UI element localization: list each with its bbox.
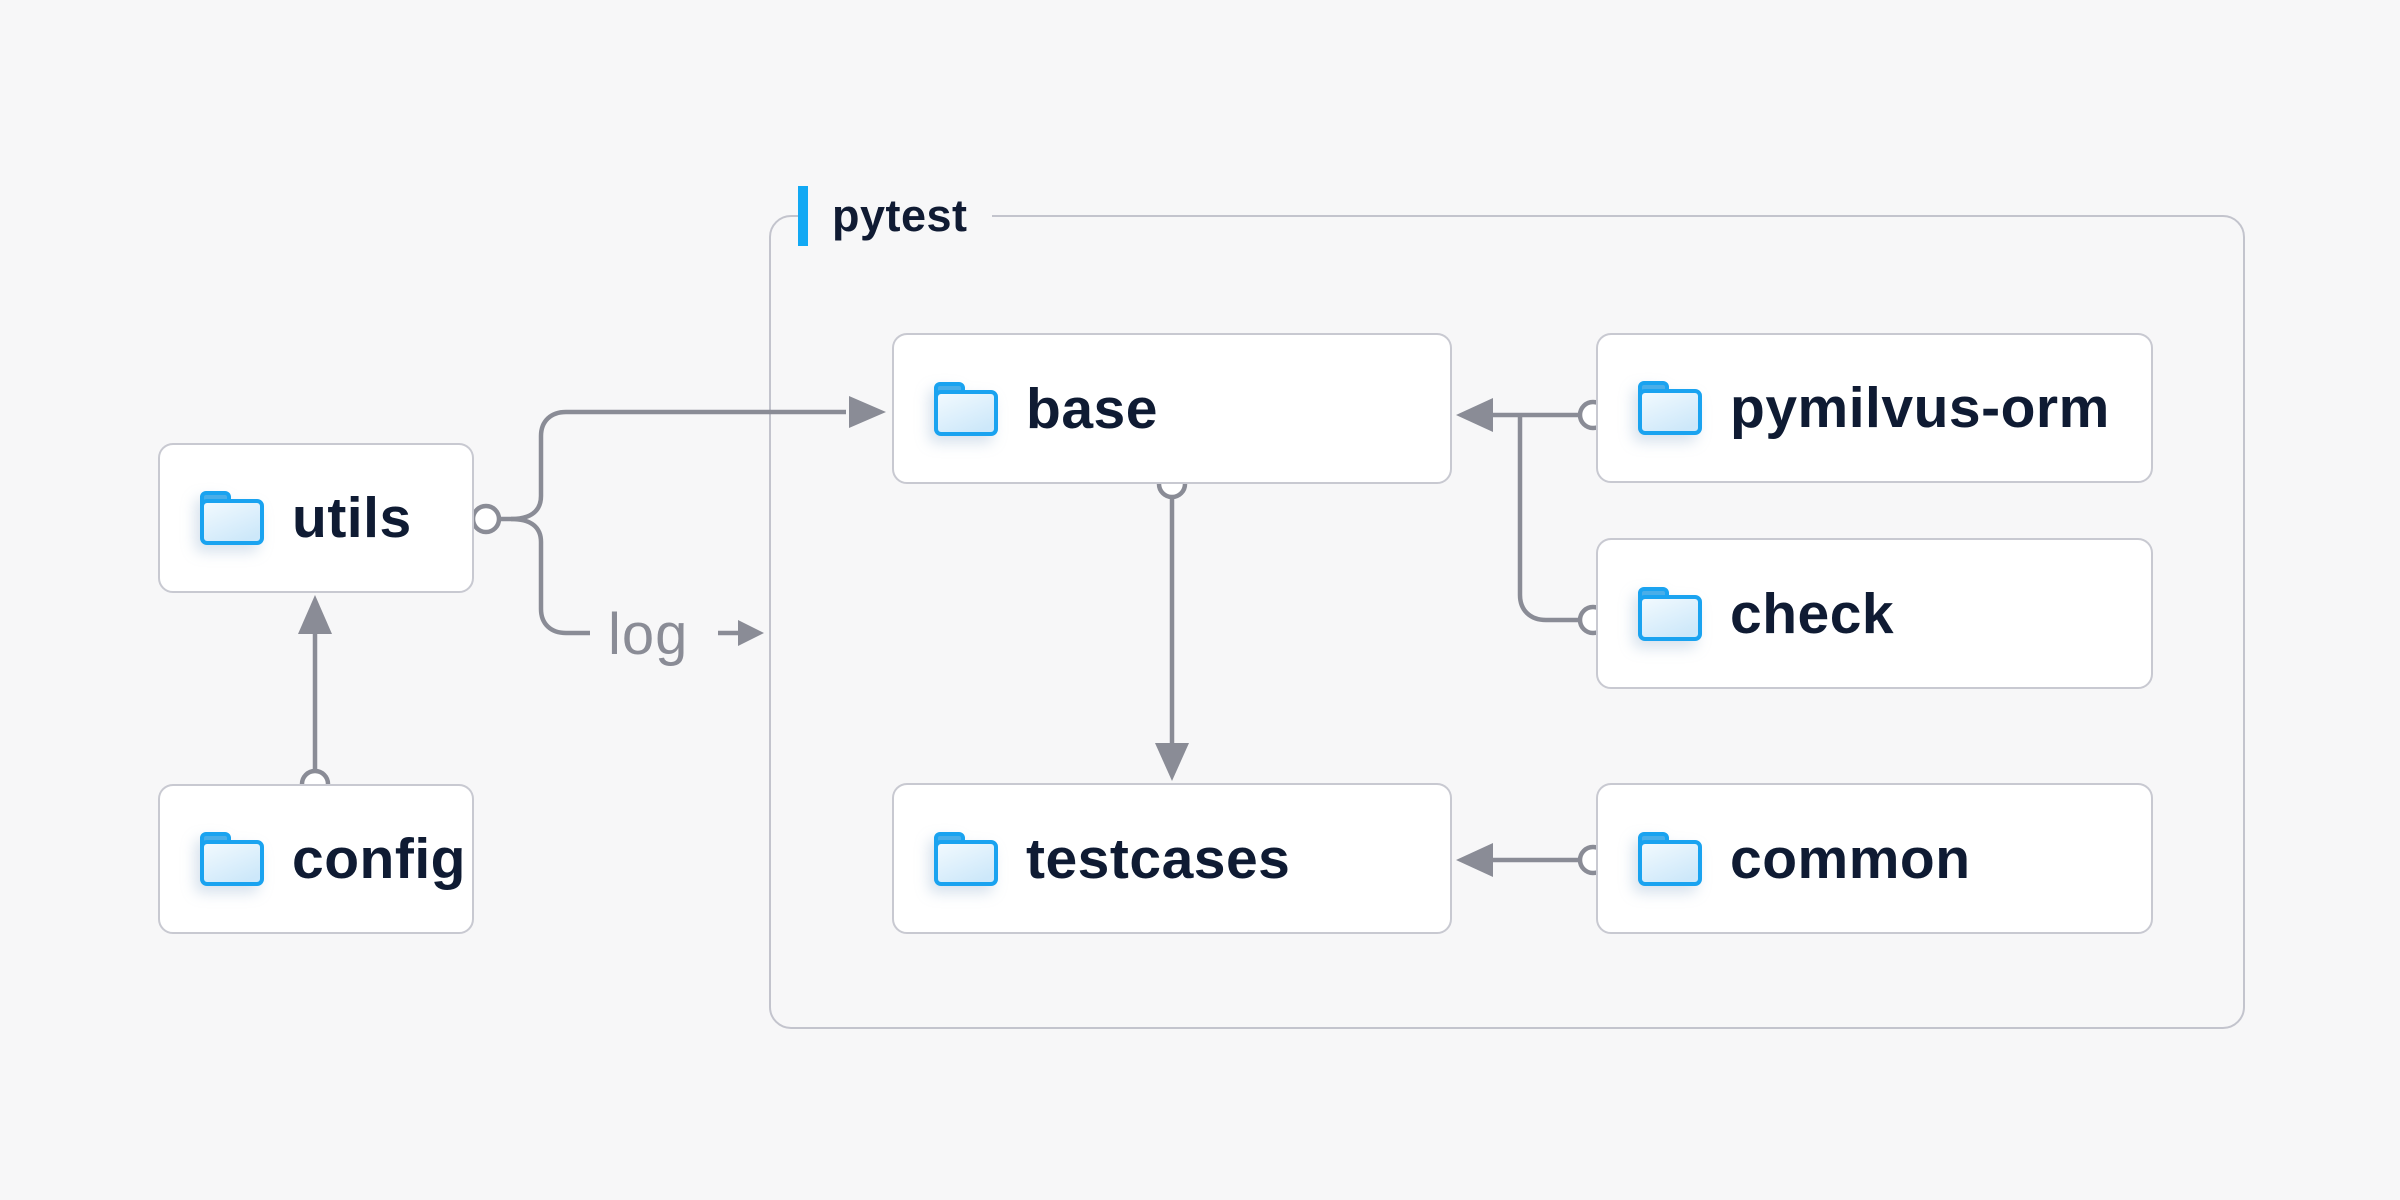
node-label: check [1730,581,1895,646]
log-edge-label: log [608,602,689,667]
node-label: pymilvus-orm [1730,376,2110,440]
edge-log-to-pytest [718,620,764,646]
node-label: testcases [1026,826,1291,891]
folder-icon [1638,381,1702,435]
node-common: common [1596,783,2153,934]
dot-utils-right [470,503,502,535]
node-testcases: testcases [892,783,1452,934]
node-label: base [1026,376,1158,441]
node-label: utils [292,486,412,550]
folder-icon [200,832,264,886]
node-utils: utils [158,443,474,593]
node-check: check [1596,538,2153,689]
pytest-group-label: pytest [798,184,992,248]
node-base: base [892,333,1452,484]
folder-icon [200,491,264,545]
folder-icon [1638,831,1702,886]
pytest-group-container [769,215,2245,1029]
folder-icon [1638,586,1702,641]
node-label: common [1730,826,1971,891]
node-pymilvus-orm: pymilvus-orm [1596,333,2153,483]
folder-icon [934,831,998,886]
edge-config-to-utils [298,595,332,770]
pytest-group-title: pytest [832,190,968,241]
edge-utils-to-log [510,516,590,636]
node-label: config [292,827,466,891]
folder-icon [934,381,998,436]
node-config: config [158,784,474,934]
accent-bar [798,186,808,246]
